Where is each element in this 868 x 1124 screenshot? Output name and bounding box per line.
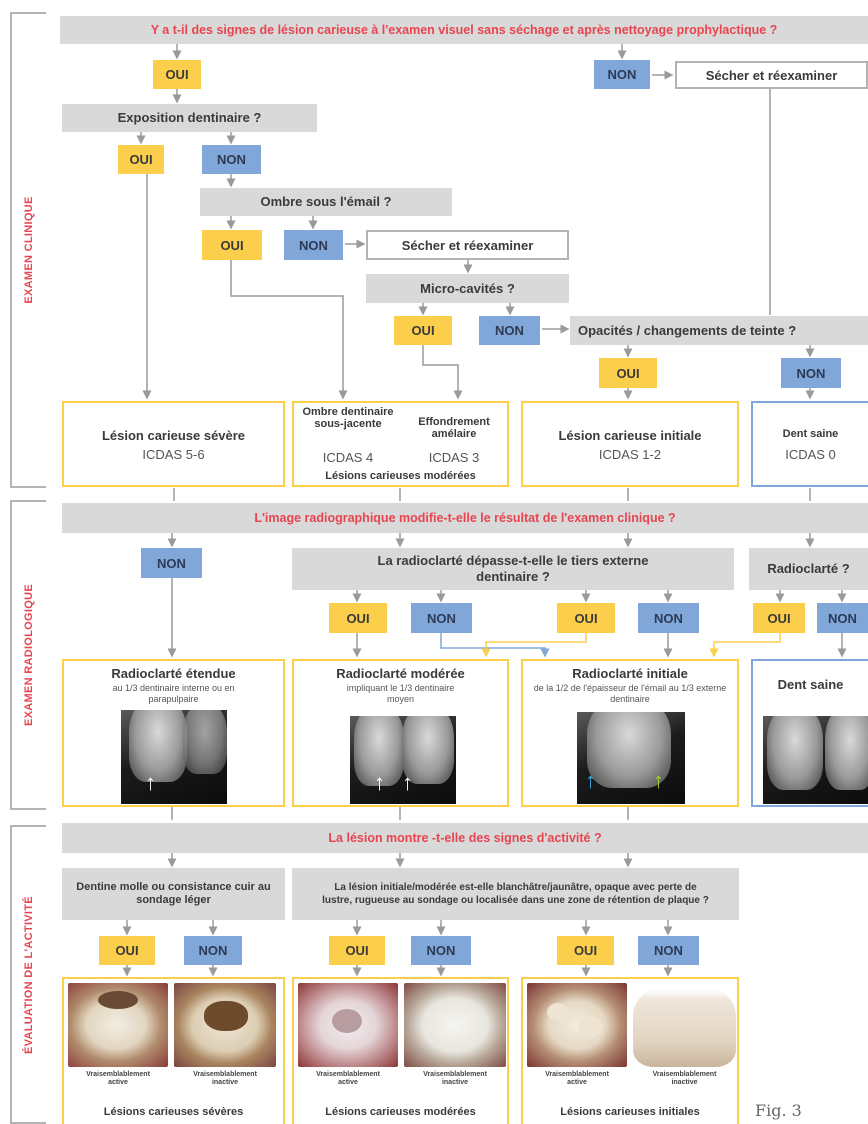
no-box: NON [202,145,261,174]
initial-activity-box: Vraisemblablement active Vraisemblableme… [521,977,739,1124]
yes-box: OUI [202,230,262,260]
extended-radio-desc: au 1/3 dentinaire interne ou en parapulp… [112,683,235,705]
moderate-radio-box: Radioclarté modérée impliquant le 1/3 de… [292,659,509,807]
initial-radio-box: Radioclarté initiale de la 1/2 de l'épai… [521,659,739,807]
healthy-tooth-icdas: ICDAS 0 [785,447,836,462]
dentin-question: Dentine molle ou consistance cuir au son… [62,868,285,920]
yes-box: OUI [557,603,615,633]
section-activity-label: ÉVALUATION DE L'ACTIVITÉ [23,895,35,1054]
initial-radio-title: Radioclarté initiale [572,666,688,681]
healthy-tooth-title: Dent saine [782,428,839,440]
moderate-collapse-icdas: ICDAS 3 [428,450,480,465]
moderate-collapse-title: Effondrement amélaire [418,416,490,440]
no-box: NON [817,603,868,633]
third-question: La radioclarté dépasse-t-elle le tiers e… [292,548,734,590]
arrow-up-icon: ↑ [145,770,156,795]
microcavities-question: Micro-cavités ? [366,274,569,303]
no-box: NON [411,936,471,965]
no-box: NON [284,230,343,260]
initial-moderate-question: La lésion initiale/modérée est-elle blan… [292,868,739,920]
likely-inactive-caption: Vraisemblablement inactive [193,1071,257,1087]
radiological-main-question: L'image radiographique modifie-t-elle le… [62,503,868,533]
likely-active-caption: Vraisemblablement active [545,1071,609,1087]
no-box: NON [638,936,699,965]
arrow-up-icon: ↑ [402,770,413,795]
shadow-question: Ombre sous l'émail ? [200,188,452,216]
moderate-activity-footer: Lésions carieuses modérées [325,1106,476,1118]
yes-box: OUI [753,603,805,633]
no-box: NON [141,548,202,578]
initial-activity-footer: Lésions carieuses initiales [560,1106,700,1118]
severe-activity-box: Vraisemblablement active Vraisemblableme… [62,977,285,1124]
extended-radio-box: Radioclarté étendue au 1/3 dentinaire in… [62,659,285,807]
section-activity: ÉVALUATION DE L'ACTIVITÉ [10,825,46,1124]
healthy-radio-title: Dent saine [777,677,844,692]
severe-lesion-box: Lésion carieuse sévère ICDAS 5-6 [62,401,285,487]
yes-box: OUI [99,936,155,965]
likely-inactive-caption: Vraisemblablement inactive [652,1071,717,1087]
figure-label: Fig. 3 [755,1101,802,1120]
likely-active-caption: Vraisemblablement active [316,1071,380,1087]
initial-lesion-title: Lésion carieuse initiale [558,428,702,443]
exposure-question: Exposition dentinaire ? [62,104,317,132]
xray-image: ↑ ↑ [577,712,685,804]
xray-image [763,716,868,804]
no-box: NON [184,936,242,965]
tooth-photo [298,983,398,1067]
xray-image: ↑ [121,710,227,804]
no-box: NON [479,316,540,345]
opacity-question: Opacités / changements de teinte ? [570,316,868,345]
yes-box: OUI [394,316,452,345]
no-box: NON [781,358,841,388]
dry-reexamine-box: Sécher et réexaminer [366,230,569,260]
moderate-activity-box: Vraisemblablement active Vraisemblableme… [292,977,509,1124]
no-box: NON [638,603,699,633]
initial-lesion-icdas: ICDAS 1-2 [598,447,662,462]
tooth-photo [633,983,736,1067]
initial-radio-desc: de la 1/2 de l'épaisseur de l'émail au 1… [533,683,727,705]
no-box: NON [594,60,650,89]
severe-lesion-title: Lésion carieuse sévère [101,428,246,443]
arrow-up-icon: ↑ [585,768,596,793]
radio-question: Radioclarté ? [749,548,868,590]
yes-box: OUI [599,358,657,388]
extended-radio-title: Radioclarté étendue [111,666,236,681]
arrow-up-icon: ↑ [374,770,385,795]
yes-box: OUI [153,60,201,89]
moderate-shadow-title: Ombre dentinaire sous-jacente [302,406,394,430]
dry-reexamine-box: Sécher et réexaminer [675,61,868,89]
no-box: NON [411,603,472,633]
moderate-radio-desc: impliquant le 1/3 dentinaire moyen [346,683,455,705]
yes-box: OUI [329,603,387,633]
section-clinical-label: EXAMEN CLINIQUE [23,196,35,304]
moderate-lesion-box: Ombre dentinaire sous-jacente Effondreme… [292,401,509,487]
yes-box: OUI [329,936,385,965]
healthy-radio-box: Dent saine [751,659,868,807]
tooth-photo [174,983,276,1067]
activity-main-question: La lésion montre -t-elle des signes d'ac… [62,823,868,853]
severe-activity-footer: Lésions carieuses sévères [103,1106,244,1118]
moderate-shadow-icdas: ICDAS 4 [322,450,374,465]
severe-lesion-icdas: ICDAS 5-6 [142,447,205,462]
xray-image: ↑ ↑ [350,716,456,804]
yes-box: OUI [118,145,164,174]
likely-inactive-caption: Vraisemblablement inactive [423,1071,487,1087]
tooth-photo [404,983,506,1067]
tooth-photo [527,983,627,1067]
section-radiological: EXAMEN RADIOLOGIQUE [10,500,46,810]
yes-box: OUI [557,936,614,965]
moderate-radio-title: Radioclarté modérée [336,666,465,681]
arrow-up-icon: ↑ [653,768,664,793]
section-clinical: EXAMEN CLINIQUE [10,12,46,488]
likely-active-caption: Vraisemblablement active [86,1071,150,1087]
tooth-photo [68,983,168,1067]
section-radiological-label: EXAMEN RADIOLOGIQUE [23,584,35,726]
initial-lesion-box: Lésion carieuse initiale ICDAS 1-2 [521,401,739,487]
healthy-tooth-box: Dent saine ICDAS 0 [751,401,868,487]
moderate-lesions-footer: Lésions carieuses modérées [325,470,476,482]
clinical-main-question: Y a t-il des signes de lésion carieuse à… [60,16,868,44]
